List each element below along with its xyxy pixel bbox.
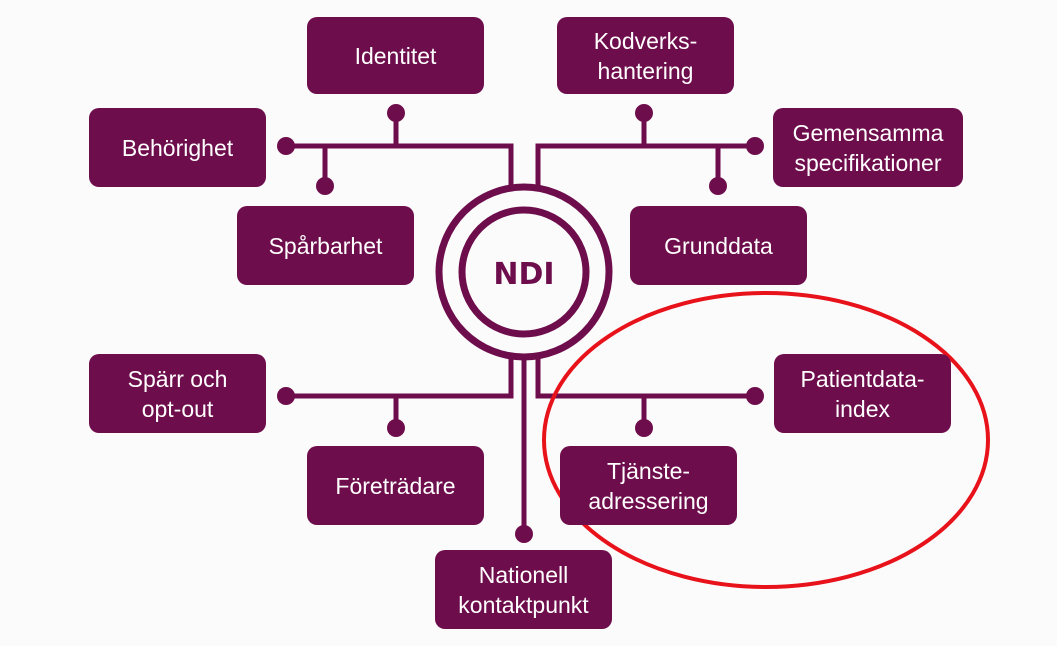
dot-tjanste bbox=[635, 419, 653, 437]
dot-sparbarhet bbox=[316, 177, 334, 195]
dot-patientdata bbox=[746, 387, 764, 405]
dot-identitet bbox=[387, 104, 405, 122]
dot-foretradare bbox=[387, 419, 405, 437]
dot-behorighet bbox=[277, 137, 295, 155]
node-behorighet: Behörighet bbox=[89, 108, 266, 187]
connector-top-right bbox=[535, 143, 755, 190]
dot-gemensamma bbox=[746, 137, 764, 155]
node-identitet: Identitet bbox=[307, 17, 484, 94]
dot-sparr bbox=[277, 387, 295, 405]
hub-inner-ring bbox=[458, 206, 590, 338]
node-nationell-kontaktpunkt: Nationell kontaktpunkt bbox=[435, 550, 612, 629]
ndi-label: NDI bbox=[493, 256, 555, 292]
ndi-hub bbox=[435, 183, 613, 361]
connector-lines bbox=[286, 113, 755, 534]
connector-top-left bbox=[286, 143, 514, 190]
node-sparr-opt-out: Spärr och opt-out bbox=[89, 354, 266, 433]
highlight-ellipse bbox=[542, 291, 990, 589]
node-patientdataindex: Patientdata- index bbox=[774, 354, 951, 433]
dot-nationell bbox=[515, 525, 533, 543]
node-grunddata: Grunddata bbox=[630, 206, 807, 285]
node-kodverkshantering: Kodverks- hantering bbox=[557, 17, 734, 94]
node-gemensamma-specifikationer: Gemensamma specifikationer bbox=[773, 108, 963, 187]
connector-dots bbox=[277, 104, 764, 543]
node-foretradare: Företrädare bbox=[307, 446, 484, 525]
dot-kodverk bbox=[635, 104, 653, 122]
connector-bottom-right bbox=[535, 352, 755, 399]
connector-bottom-left bbox=[286, 352, 514, 399]
dot-grunddata bbox=[709, 177, 727, 195]
node-sparbarhet: Spårbarhet bbox=[237, 206, 414, 285]
node-tjansteadressering: Tjänste- adressering bbox=[560, 446, 737, 525]
